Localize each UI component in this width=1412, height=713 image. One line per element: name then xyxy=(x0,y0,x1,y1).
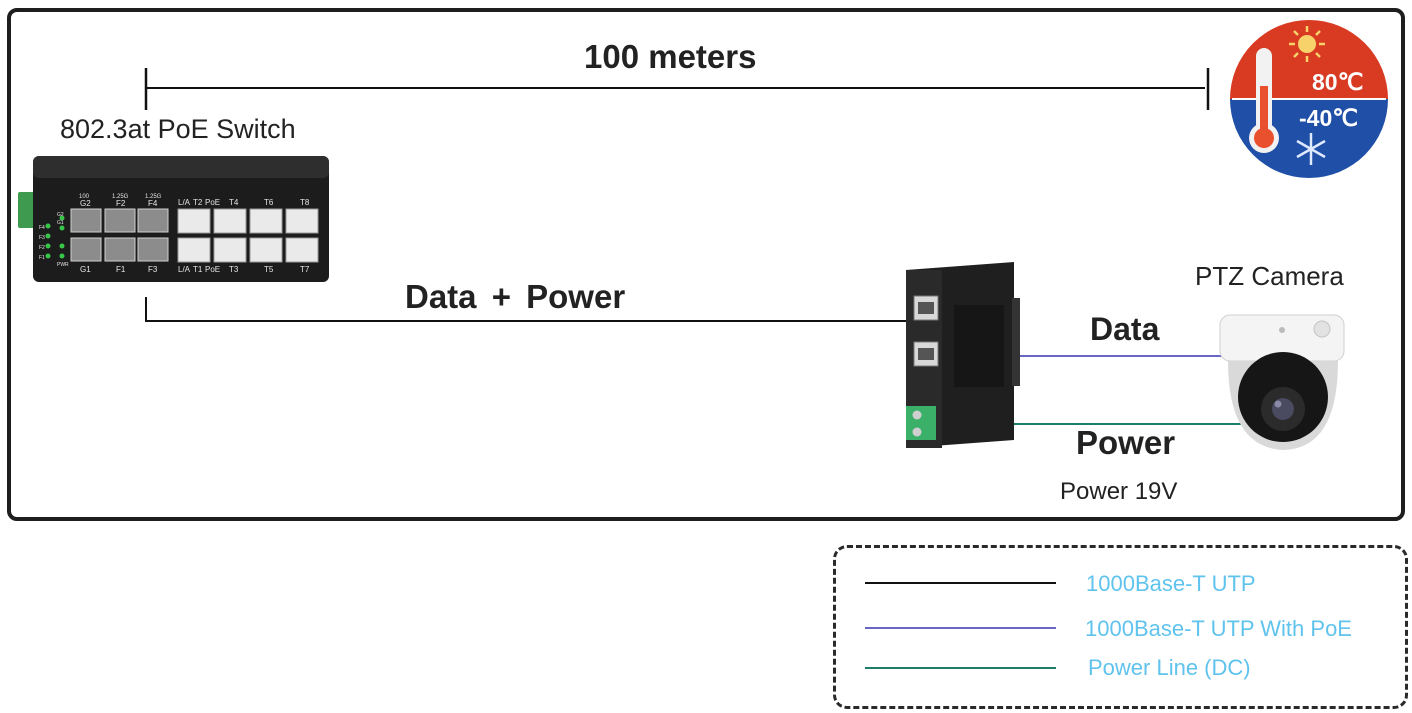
sun-icon xyxy=(1289,26,1325,62)
temp-high-label: 80℃ xyxy=(1312,69,1363,95)
poe-switch-image: 100 1.25G 1.25G G2 F2 F4 L/A T2 PoE T4 T… xyxy=(18,156,329,282)
svg-text:F1: F1 xyxy=(39,255,45,261)
svg-text:100: 100 xyxy=(79,194,90,200)
ptz-camera-image xyxy=(1219,314,1345,450)
svg-text:PoE: PoE xyxy=(205,265,220,274)
status-leds xyxy=(45,215,65,259)
svg-text:F4: F4 xyxy=(39,225,45,231)
diagram-frame xyxy=(7,8,1405,521)
svg-text:G2: G2 xyxy=(80,199,91,208)
svg-text:G1: G1 xyxy=(80,265,91,274)
svg-text:PWR: PWR xyxy=(57,262,69,268)
rj45-ports xyxy=(177,208,319,263)
legend xyxy=(833,545,1408,709)
svg-text:T8: T8 xyxy=(300,198,310,207)
svg-text:F4: F4 xyxy=(148,199,158,208)
port-labels: 100 1.25G 1.25G G2 F2 F4 L/A T2 PoE T4 T… xyxy=(39,194,310,274)
svg-text:T6: T6 xyxy=(264,198,274,207)
svg-text:T1: T1 xyxy=(193,265,203,274)
svg-text:T3: T3 xyxy=(229,265,239,274)
svg-text:L/A: L/A xyxy=(178,198,191,207)
legend-label-utp: 1000Base-T UTP xyxy=(1086,571,1256,596)
svg-text:F2: F2 xyxy=(116,199,126,208)
legend-label-power: Power Line (DC) xyxy=(1088,655,1251,680)
thermometer-icon xyxy=(1249,48,1279,153)
svg-text:F2: F2 xyxy=(39,245,45,251)
svg-text:PoE: PoE xyxy=(205,198,220,207)
svg-text:F3: F3 xyxy=(39,235,45,241)
svg-text:1.25G: 1.25G xyxy=(112,194,129,200)
svg-text:F1: F1 xyxy=(116,265,126,274)
distance-label: 100 meters xyxy=(584,38,757,75)
legend-label-poe: 1000Base-T UTP With PoE xyxy=(1085,616,1352,641)
snowflake-icon xyxy=(1296,133,1326,165)
switch-label: 802.3at PoE Switch xyxy=(60,114,296,144)
distance-line xyxy=(144,68,1210,110)
svg-text:T5: T5 xyxy=(264,265,274,274)
sfp-ports xyxy=(70,208,169,262)
poe-injector-image xyxy=(906,262,1020,448)
svg-text:F3: F3 xyxy=(148,265,158,274)
utp-cable xyxy=(145,297,906,322)
data-power-label: Data + Power xyxy=(405,278,626,315)
voltage-label: Power 19V xyxy=(1060,478,1178,505)
camera-label: PTZ Camera xyxy=(1195,261,1344,291)
power-label: Power xyxy=(1076,424,1176,461)
data-label: Data xyxy=(1090,311,1160,347)
svg-text:T7: T7 xyxy=(300,265,310,274)
svg-text:1.25G: 1.25G xyxy=(145,194,162,200)
svg-text:G1: G1 xyxy=(57,220,64,226)
svg-text:G2: G2 xyxy=(57,212,64,218)
svg-text:T4: T4 xyxy=(229,198,239,207)
temp-low-label: -40℃ xyxy=(1299,105,1358,131)
svg-text:L/A: L/A xyxy=(178,265,191,274)
svg-text:T2: T2 xyxy=(193,198,203,207)
